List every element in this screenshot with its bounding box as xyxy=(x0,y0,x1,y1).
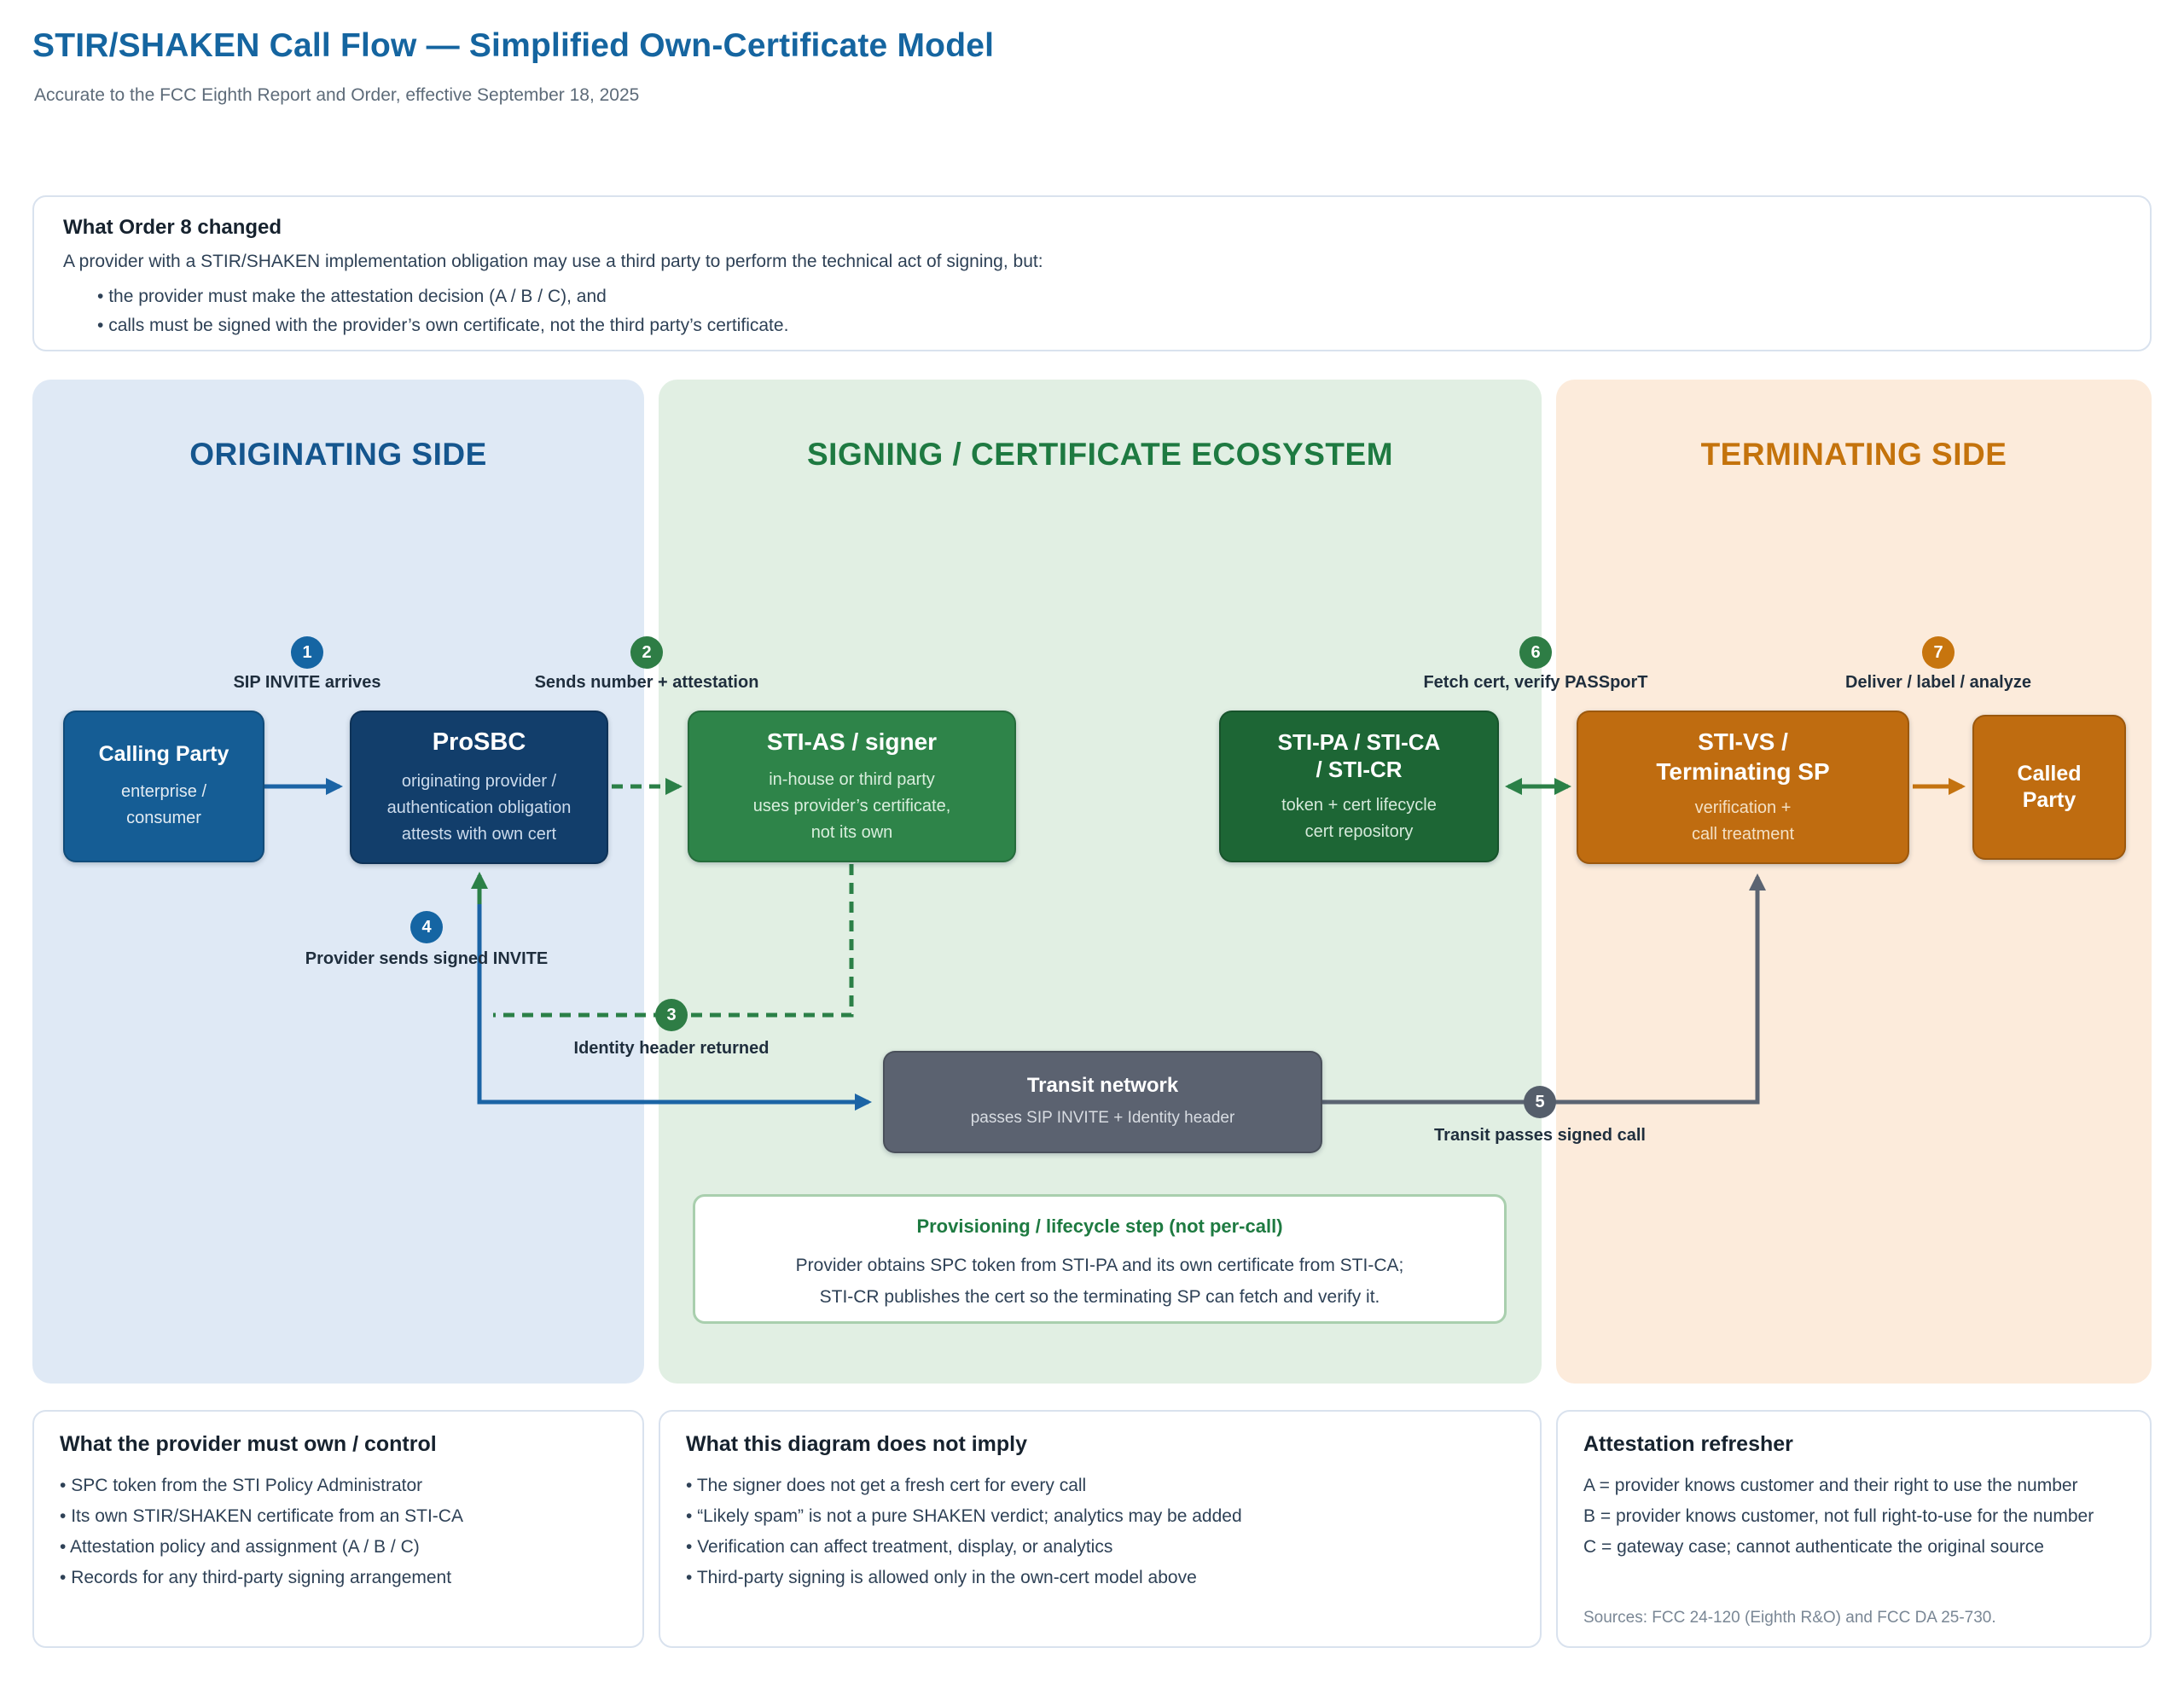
panel-title-originating: ORIGINATING SIDE xyxy=(189,437,487,472)
panel-originating-side xyxy=(32,380,644,1384)
panel-terminating-side xyxy=(1556,380,2152,1384)
order8-bullet-list: the provider must make the attestation d… xyxy=(63,282,2121,340)
node-subline: consumer xyxy=(126,808,201,827)
node-subtext: verification + call treatment xyxy=(1692,795,1794,848)
step-1-badge: 1 xyxy=(291,636,323,669)
node-subtext: in-house or third party uses provider’s … xyxy=(753,767,951,846)
node-subline: verification + xyxy=(1694,798,1792,817)
node-title-line: STI-PA / STI-CA xyxy=(1277,728,1441,755)
card-item: Third-party signing is allowed only in t… xyxy=(686,1563,1514,1593)
step-4-label: Provider sends signed INVITE xyxy=(305,949,549,968)
panel-title-signing: SIGNING / CERTIFICATE ECOSYSTEM xyxy=(806,437,1394,472)
card-heading: What this diagram does not imply xyxy=(686,1432,1028,1456)
node-sti-vs-terminating-sp: STI-VS / Terminating SP verification + c… xyxy=(1577,711,1909,864)
node-subline: token + cert lifecycle xyxy=(1281,795,1437,815)
card-heading: Attestation refresher xyxy=(1583,1432,1793,1456)
card-item: C = gateway case; cannot authenticate th… xyxy=(1583,1537,2044,1557)
sources-note: Sources: FCC 24-120 (Eighth R&O) and FCC… xyxy=(1583,1609,1996,1627)
card-item: “Likely spam” is not a pure SHAKEN verdi… xyxy=(686,1501,1514,1532)
node-subline: originating provider / xyxy=(401,771,557,791)
node-subline: authentication obligation xyxy=(386,798,572,817)
node-subtext: token + cert lifecycle cert repository xyxy=(1281,792,1437,845)
card-item: SPC token from the STI Policy Administra… xyxy=(60,1471,617,1501)
page-title: STIR/SHAKEN Call Flow — Simplified Own-C… xyxy=(32,27,995,64)
step-4-badge: 4 xyxy=(410,911,443,943)
node-title: ProSBC xyxy=(432,728,526,757)
card-item: Its own STIR/SHAKEN certificate from an … xyxy=(60,1501,617,1532)
step-7-badge: 7 xyxy=(1922,636,1955,669)
node-subline: not its own xyxy=(810,823,893,842)
step-3-badge: 3 xyxy=(655,999,688,1031)
step-6-label: Fetch cert, verify PASSporT xyxy=(1423,673,1648,692)
card-provider-must-own: What the provider must own / control SPC… xyxy=(32,1410,644,1648)
node-title-line: Terminating SP xyxy=(1656,758,1830,785)
order8-intro: A provider with a STIR/SHAKEN implementa… xyxy=(63,252,1043,271)
node-title: Transit network xyxy=(1026,1074,1179,1098)
panel-title-terminating: TERMINATING SIDE xyxy=(1700,437,2007,472)
node-called-party: Called Party xyxy=(1972,715,2126,860)
card-diagram-does-not-imply: What this diagram does not imply The sig… xyxy=(659,1410,1542,1648)
node-subline: cert repository xyxy=(1304,821,1414,841)
card-item: B = provider knows customer, not full ri… xyxy=(1583,1506,2094,1526)
order8-bullet: the provider must make the attestation d… xyxy=(97,282,2121,311)
provisioning-heading: Provisioning / lifecycle step (not per-c… xyxy=(916,1215,1283,1237)
node-title-line: STI-VS / xyxy=(1698,728,1788,755)
node-title: STI-VS / Terminating SP xyxy=(1656,727,1829,786)
order8-heading: What Order 8 changed xyxy=(63,216,282,239)
step-1-label: SIP INVITE arrives xyxy=(233,673,381,692)
node-subline: uses provider’s certificate, xyxy=(752,797,951,815)
node-subtext: passes SIP INVITE + Identity header xyxy=(970,1109,1235,1128)
node-title: Calling Party xyxy=(98,742,229,767)
node-subline: enterprise / xyxy=(120,781,207,801)
provisioning-note-card: Provisioning / lifecycle step (not per-c… xyxy=(693,1194,1507,1324)
node-subline: in-house or third party xyxy=(769,770,935,789)
card-heading: What the provider must own / control xyxy=(60,1432,437,1456)
card-item: Attestation policy and assignment (A / B… xyxy=(60,1532,617,1563)
card-list: The signer does not get a fresh cert for… xyxy=(686,1471,1514,1593)
card-item: Records for any third-party signing arra… xyxy=(60,1563,617,1593)
card-list: A = provider knows customer and their ri… xyxy=(1583,1471,2124,1563)
node-sti-as-signer: STI-AS / signer in-house or third party … xyxy=(688,711,1016,862)
node-sti-pa-ca-cr: STI-PA / STI-CA / STI-CR token + cert li… xyxy=(1219,711,1499,862)
node-transit-network: Transit network passes SIP INVITE + Iden… xyxy=(883,1051,1322,1153)
order8-callout-card: What Order 8 changed A provider with a S… xyxy=(32,195,2152,351)
step-7-label: Deliver / label / analyze xyxy=(1845,673,2031,692)
node-title: Called Party xyxy=(2017,761,2081,815)
node-prosbc: ProSBC originating provider / authentica… xyxy=(350,711,608,864)
page-subtitle: Accurate to the FCC Eighth Report and Or… xyxy=(34,85,640,105)
order8-bullet: calls must be signed with the provider’s… xyxy=(97,311,2121,340)
node-title-line: Called xyxy=(2017,761,2082,786)
step-3-label: Identity header returned xyxy=(573,1039,770,1058)
node-title: STI-AS / signer xyxy=(766,728,938,755)
node-subtext: enterprise / consumer xyxy=(121,779,206,832)
node-title-line: / STI-CR xyxy=(1316,757,1403,782)
card-item: Verification can affect treatment, displ… xyxy=(686,1532,1514,1563)
node-title-line: Party xyxy=(2022,788,2077,812)
card-attestation-refresher: Attestation refresher A = provider knows… xyxy=(1556,1410,2152,1648)
card-item: The signer does not get a fresh cert for… xyxy=(686,1471,1514,1501)
node-subline: attests with own cert xyxy=(401,824,557,844)
step-5-label: Transit passes signed call xyxy=(1434,1126,1646,1145)
node-calling-party: Calling Party enterprise / consumer xyxy=(63,711,264,862)
card-item: A = provider knows customer and their ri… xyxy=(1583,1476,2078,1495)
node-subline: call treatment xyxy=(1691,825,1795,844)
provisioning-line: Provider obtains SPC token from STI-PA a… xyxy=(795,1256,1404,1275)
provisioning-line: STI-CR publishes the cert so the termina… xyxy=(819,1287,1380,1307)
step-2-badge: 2 xyxy=(630,636,663,669)
card-list: SPC token from the STI Policy Administra… xyxy=(60,1471,617,1593)
step-6-badge: 6 xyxy=(1519,636,1552,669)
node-subtext: originating provider / authentication ob… xyxy=(387,769,572,848)
step-2-label: Sends number + attestation xyxy=(534,673,759,692)
step-5-badge: 5 xyxy=(1524,1086,1556,1118)
node-title: STI-PA / STI-CA / STI-CR xyxy=(1278,728,1441,784)
